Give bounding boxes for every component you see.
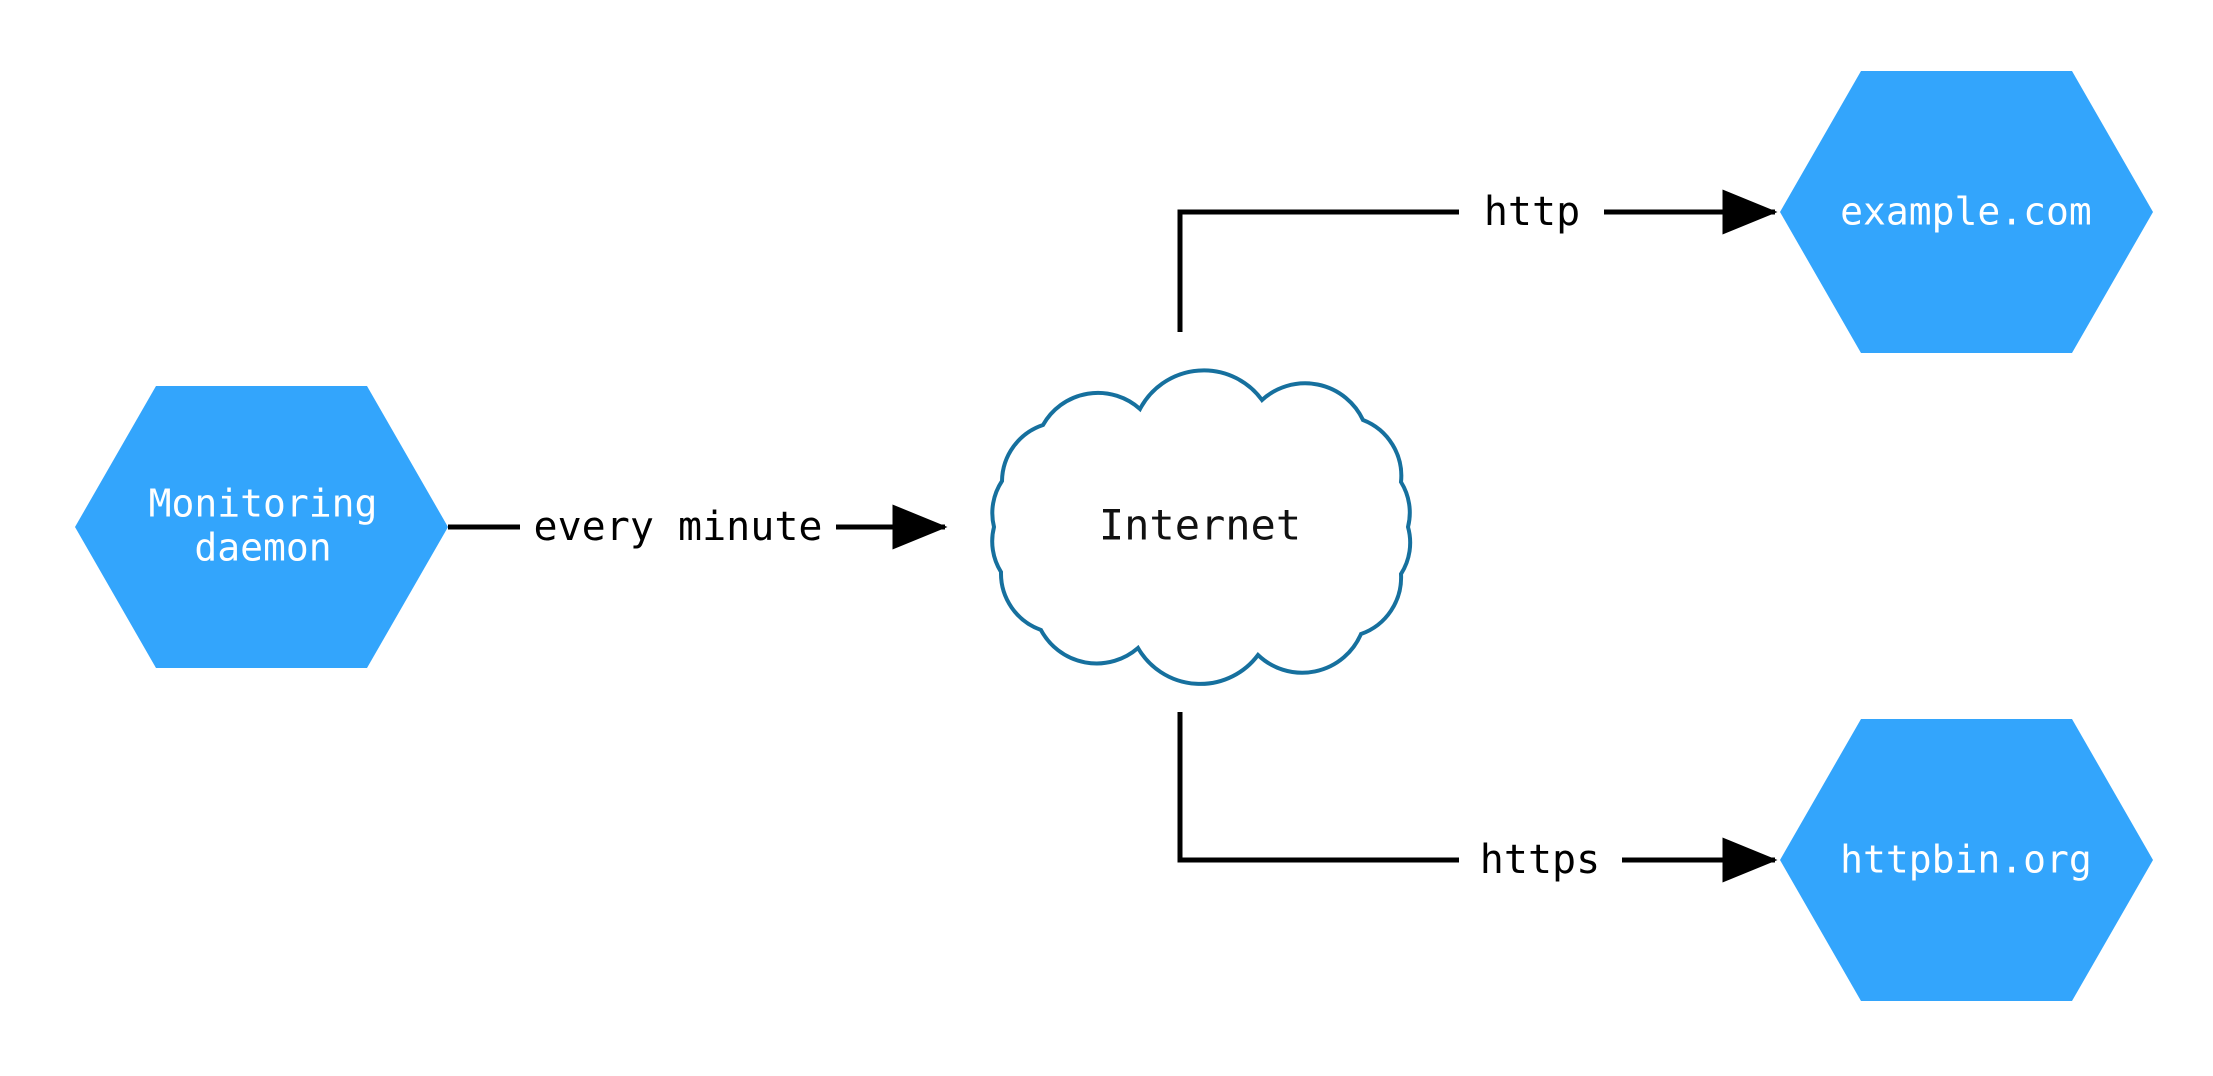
edge-elbow-down-stem	[1177, 712, 1459, 863]
node-label-httpbin-org: httpbin.org	[1840, 838, 2092, 882]
edge-label-every-minute: every minute	[534, 504, 823, 550]
edge-internet-to-example: http	[1177, 189, 1778, 332]
node-label-monitoring-daemon-line2: daemon	[194, 526, 331, 570]
node-example-com[interactable]: example.com	[1780, 71, 2153, 353]
edge-daemon-to-internet: every minute	[448, 504, 948, 550]
node-label-example-com: example.com	[1840, 190, 2092, 234]
node-label-monitoring-daemon-line1: Monitoring	[149, 482, 378, 526]
node-httpbin-org[interactable]: httpbin.org	[1780, 719, 2153, 1001]
node-monitoring-daemon[interactable]: Monitoring daemon	[75, 386, 448, 668]
cloud-shape-internet	[990, 368, 1413, 686]
edge-internet-to-httpbin: https	[1177, 712, 1778, 883]
hexagon-shape-httpbin-org	[1780, 719, 2153, 1001]
edge-elbow-up-stem	[1177, 209, 1459, 332]
edge-label-https: https	[1480, 837, 1600, 883]
node-internet[interactable]: Internet	[990, 368, 1413, 686]
edge-label-http: http	[1484, 189, 1580, 235]
node-label-internet: Internet	[1099, 501, 1301, 550]
hexagon-shape-example-com	[1780, 71, 2153, 353]
hexagon-shape-monitoring-daemon	[75, 386, 448, 668]
